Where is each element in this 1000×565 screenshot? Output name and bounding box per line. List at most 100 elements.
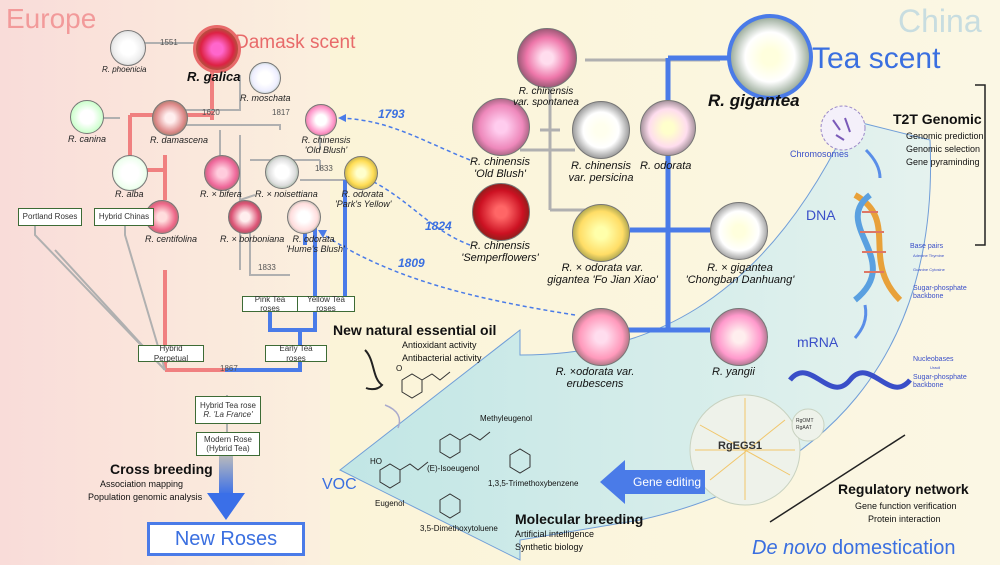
compound-methyleugenol: Methyleugenol — [480, 414, 533, 423]
year-1833-b: 1833 — [258, 263, 276, 272]
regulatory-title: Regulatory network — [838, 481, 969, 497]
label-semperflowers: R. chinensis'Semperflowers' — [461, 240, 539, 265]
box-new-roses: New Roses — [147, 522, 305, 556]
flower-photo-odorata-cn — [640, 100, 696, 156]
label-moschata: R. moschata — [240, 93, 291, 103]
chromosome-circle — [820, 105, 866, 151]
flower-photo-odorata-humes-blush — [287, 200, 321, 234]
flower-photo-galica — [193, 25, 241, 73]
flower-photo-yangii — [710, 308, 768, 366]
flower-photo-gigantea — [727, 14, 813, 100]
bases-legend-1: Adenine Thymine — [913, 253, 945, 258]
flower-photo-bifera — [204, 155, 240, 191]
flower-photo-noisettiana — [265, 155, 299, 189]
network-edges — [695, 398, 795, 500]
label-alba: R. alba — [115, 189, 144, 199]
box-pink-tea-roses: Pink Tea roses — [242, 295, 298, 313]
region-title-europe: Europe — [6, 3, 97, 34]
label-damascena: R. damascena — [150, 135, 209, 145]
flower-photo-chinensis-old-blush-eu — [305, 104, 337, 136]
mrna-strand — [788, 370, 912, 390]
mrna-label: mRNA — [797, 334, 839, 350]
gene-editing-arrow — [600, 460, 705, 504]
compound-eugenol: Eugenol — [375, 499, 405, 508]
essential-oil-line1: Antioxidant activity — [402, 340, 477, 350]
compound-dimethoxytoluene: 3,5-Dimethoxytoluene — [420, 524, 498, 533]
region-title-china: China — [898, 3, 982, 39]
flower-photo-persicina — [572, 101, 630, 159]
box-portland-roses: Portland Roses — [18, 208, 82, 226]
nucleobases-label: Nucleobases — [913, 356, 954, 363]
label-old-blush-cn: R. chinensis'Old Blush' — [470, 156, 530, 181]
label-chinensis-old-blush-eu: R. chinensis'Old Blush' — [301, 135, 351, 155]
migration-paths — [319, 117, 576, 316]
network-gene3-label: RgAAT — [796, 425, 812, 431]
cross-breeding-title: Cross breeding — [110, 461, 213, 477]
label-gigantea: R. gigantea — [708, 91, 800, 110]
chromosome-icons — [832, 117, 851, 141]
down-arrow-shaft — [219, 455, 233, 495]
label-borboniana: R. × borboniana — [220, 234, 285, 244]
uracil-label: Uracil — [930, 365, 941, 370]
flower-photo-chongban — [710, 202, 768, 260]
year-1817: 1817 — [272, 108, 290, 117]
scent-wave-icon — [384, 404, 401, 429]
nose-icon — [364, 349, 384, 391]
bases-legend-2: Guanine Cytosine — [913, 267, 945, 272]
label-chongban: R. × gigantea'Chongban Danhuang' — [685, 262, 795, 287]
voc-label: VOC — [322, 476, 357, 493]
label-canina: R. canina — [68, 134, 107, 144]
label-centifolina: R. centifolina — [145, 234, 198, 244]
tea-scent-title: Tea scent — [812, 42, 941, 75]
label-fo-jian-xiao: R. × odorata var.gigantea 'Fo Jian Xiao' — [547, 262, 658, 287]
flower-photo-canina — [70, 100, 104, 134]
compound-trimethoxybenzene: 1,3,5-Trimethoxybenzene — [488, 479, 579, 488]
label-odorata-humes-blush: R. odorata'Hume's Blush' — [286, 234, 345, 254]
label-odorata-cn: R. odorata — [640, 160, 692, 172]
regulatory-line1: Gene function verification — [855, 501, 957, 511]
dna-helix — [853, 192, 903, 303]
flower-photo-erubescens — [572, 308, 630, 366]
molecular-breeding-line1: Artificial intelligence — [515, 529, 595, 539]
label-yangii: R. yangii — [712, 366, 755, 378]
damask-scent-title: Damask scent — [235, 32, 356, 53]
t2t-line2: Genomic selection — [906, 144, 981, 154]
flower-photo-fo-jian-xiao — [572, 204, 630, 262]
de-novo-domestication-title: De novo domestication — [752, 537, 956, 559]
molecular-breeding-title: Molecular breeding — [515, 511, 644, 527]
molecular-breeding-line2: Synthetic biology — [515, 542, 584, 552]
china-blue-lineage — [620, 55, 735, 333]
dna-label: DNA — [806, 207, 836, 223]
down-arrow-head — [207, 493, 245, 520]
t2t-title: T2T Genomic — [893, 111, 982, 127]
chem-hydroxyl-label: HO — [370, 457, 382, 466]
flower-photo-borboniana — [228, 200, 262, 234]
small-network-circle — [791, 408, 825, 442]
box-early-tea-roses: Early Tea roses — [265, 344, 327, 363]
flower-photo-semperflowers — [472, 183, 530, 241]
box-hybrid-perpetual: Hybrid Perpetual — [138, 344, 204, 363]
flower-photo-old-blush-cn — [472, 98, 530, 156]
network-gene-label: RgEGS1 — [718, 440, 763, 452]
year-1867: 1867 — [220, 364, 238, 373]
t2t-line1: Genomic prediction — [906, 131, 984, 141]
flower-photo-damascena — [152, 100, 188, 136]
network-gene2-label: RgOMT — [796, 418, 814, 424]
t2t-bracket — [975, 84, 986, 246]
label-erubescens: R. ×odorata var.erubescens — [555, 366, 635, 391]
essential-oil-line2: Antibacterial activity — [402, 353, 482, 363]
flower-photo-alba — [112, 155, 148, 191]
essential-oil-title: New natural essential oil — [333, 322, 497, 338]
label-bifera: R. × bifera — [200, 189, 242, 199]
flower-photo-phoenicia — [110, 30, 146, 66]
process-arrows — [853, 148, 882, 339]
flower-photo-odorata-parks-yellow — [344, 156, 378, 190]
gene-editing-label: Gene editing — [633, 475, 702, 489]
t2t-line3: Gene pyraminding — [906, 157, 980, 167]
year-1620: 1620 — [202, 108, 220, 117]
